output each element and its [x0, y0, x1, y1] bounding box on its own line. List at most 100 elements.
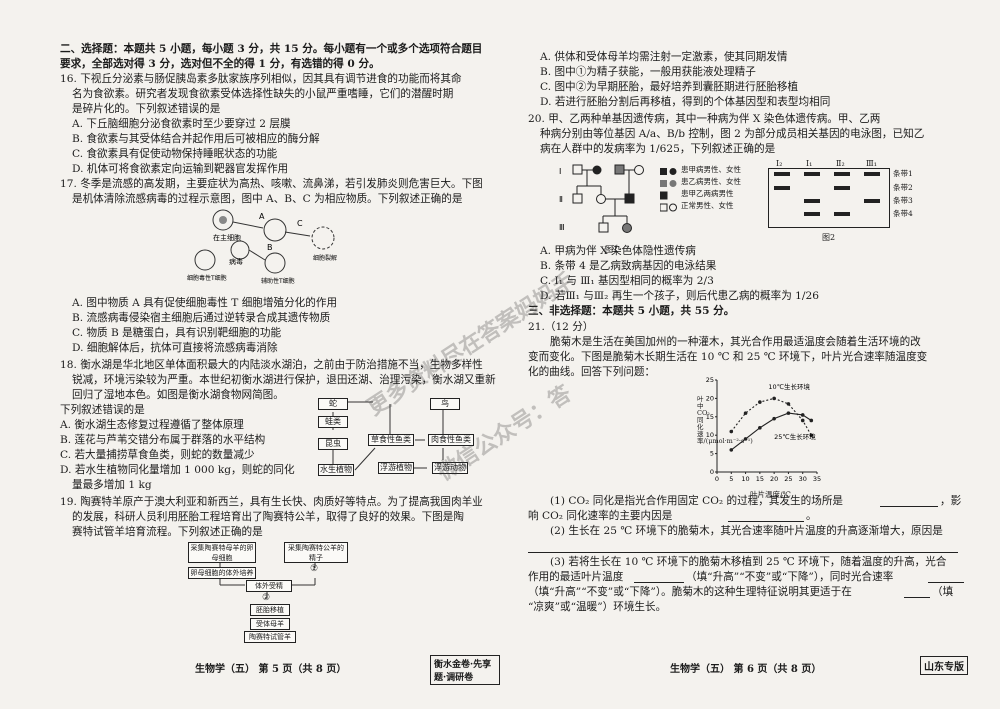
q20-stem-2: 种病分别由等位基因 A/a、B/b 控制，图 2 为部分成员相关基因的电泳图，已… [540, 128, 925, 140]
data-point [772, 416, 776, 421]
blank-5[interactable] [928, 582, 964, 583]
data-point [743, 411, 748, 415]
q19-option-b: B. 图中①为精子获能，一般用获能液处理精子 [540, 66, 756, 78]
q17-stem-2: 是机体清除流感病毒的过程示意图，图中 A、B、C 为相应物质。下列叙述正确的是 [72, 193, 463, 205]
q19-stem-3: 赛特试管羊培育流程。下列叙述正确的是 [72, 526, 263, 538]
web-node-phyto: 浮游植物 [378, 462, 414, 474]
q16-option-c: C. 食欲素具有促使动物保持睡眠状态的功能 [72, 148, 278, 160]
lane-4: Ⅲ₁ [866, 159, 877, 168]
x-tick-label: 35 [813, 475, 821, 483]
q20-option-c: C. Ⅰ₁ 与 Ⅲ₁ 基因型相同的概率为 2/3 [540, 275, 714, 287]
q18-option-b: B. 莲花与芦苇交错分布属于群落的水平结构 [60, 434, 266, 446]
legend-d: 正常男性、女性 [681, 201, 734, 210]
q21-part3-d: （填“升高”“不变”或“下降”）。脆菊木的这种生理特征说明其更适于在 [528, 586, 852, 598]
band [804, 212, 820, 216]
band-label-1: 条带1 [893, 169, 913, 178]
chart-xlabel: 叶片温度/℃ [750, 490, 791, 499]
q17-option-a: A. 图中物质 A 具有促使细胞毒性 T 细胞增殖分化的作用 [72, 297, 338, 309]
section2-header: 二、选择题：本题共 5 小题，每小题 3 分，共 15 分。每小题有一个或多个选… [60, 43, 483, 55]
data-point [800, 413, 805, 417]
series-label-1: 10℃生长环境 [768, 382, 810, 391]
q17-option-b: B. 流感病毒侵染宿主细胞后通过逆转录合成其遗传物质 [72, 312, 331, 324]
data-point [809, 418, 814, 423]
gen-2: Ⅱ [559, 195, 563, 204]
right-footer-tag: 山东专版 [920, 656, 968, 675]
fig17-label-lysis: 细胞裂解 [313, 254, 337, 262]
q21-head: 21.（12 分） [528, 321, 594, 333]
fig1-caption: 图1 [605, 245, 619, 254]
data-point [786, 411, 791, 415]
pedigree-legend-symbols [660, 168, 677, 212]
x-tick-label: 5 [729, 475, 733, 483]
q17-stem-1: 17. 冬季是流感的高发期，主要症状为高热、咳嗽、流鼻涕，若引发肺炎则危害巨大。… [60, 178, 483, 190]
fig17-label-c: C [297, 219, 303, 228]
flow-step-1: ① [310, 564, 319, 574]
q19-option-d: D. 若进行胚胎分割后再移植，得到的个体基因型和表型均相同 [540, 96, 831, 108]
q19-stem-1: 19. 陶赛特羊原产于澳大利亚和新西兰，具有生长快、肉质好等特点。为了提高我国肉… [60, 496, 483, 508]
q20-stem-1: 20. 甲、乙两种单基因遗传病，其中一种病为伴 X 染色体遗传病。甲、乙两 [528, 113, 881, 125]
blank-1[interactable] [880, 506, 938, 507]
band [834, 212, 850, 216]
flow-collect-oocyte: 采集陶赛特母羊的卵母细胞 [188, 542, 256, 563]
fig17-label-ctl: 细胞毒性T细胞 [187, 274, 227, 282]
data-point [786, 402, 791, 406]
band [834, 186, 850, 190]
flow-ivf: 体外受精 [246, 580, 292, 592]
band [834, 172, 850, 176]
q18-stem-2: 锐减，环境污染较为严重。本世纪初衡水湖进行保护，退田还湖、治理污染，衡水湖又重新 [72, 374, 496, 386]
fig2-caption: 图2 [822, 233, 836, 242]
left-footer-subject: 生物学（五） 第 5 页（共 8 页） [195, 664, 347, 675]
q17-option-d: D. 细胞解体后，抗体可直接将流感病毒消除 [72, 342, 278, 354]
data-point [758, 400, 762, 404]
web-node-bird: 鸟 [430, 398, 460, 410]
q21-part3-c: （填“升高”“不变”或“下降”），同时光合速率 [686, 571, 894, 583]
gen-1: Ⅰ [559, 167, 561, 176]
right-page: A. 供体和受体母羊均需注射一定激素，使其同期发情 B. 图中①为精子获能，一般… [500, 0, 1000, 709]
lane-3: Ⅱ₂ [836, 159, 845, 168]
q21-part2: (2) 生长在 25 ℃ 环境下的脆菊木，其光合速率随叶片温度的升高逐渐增大，原… [550, 525, 943, 537]
lane-2: Ⅰ₁ [806, 159, 813, 168]
blank-3[interactable] [528, 552, 958, 553]
flow-result: 陶赛特试管羊 [244, 631, 296, 643]
q21-stem-3: 化的曲线。回答下列问题： [528, 366, 656, 378]
q21-part3-f: “凉爽”或“温暖”）环境生长。 [528, 601, 667, 613]
data-point [758, 426, 762, 430]
flow-step-2: ② [262, 593, 271, 603]
q21-part3-b: 作用的最适叶片温度 [528, 571, 624, 583]
q16-option-a: A. 下丘脑细胞分泌食欲素时至少要穿过 2 层膜 [72, 118, 291, 130]
electrophoresis-gel [768, 168, 890, 228]
q16-stem-2: 名为食欲素。研究者发现食欲素受体选择性缺失的小鼠严重嗜睡，它们的潜醒时期 [72, 88, 454, 100]
q17-option-c: C. 物质 B 是糖蛋白，具有识别靶细胞的功能 [72, 327, 282, 339]
blank-2[interactable] [728, 521, 804, 522]
web-node-carn-fish: 肉食性鱼类 [428, 434, 474, 446]
q19-option-a: A. 供体和受体母羊均需注射一定激素，使其同期发情 [540, 51, 788, 63]
y-tick-label: 25 [706, 376, 714, 384]
q19-stem-2: 的发展，科研人员利用胚胎工程培育出了陶赛特公羊，取得了良好的效果。下图是陶 [72, 511, 464, 523]
data-point [729, 429, 734, 434]
q21-part3-e: （填 [932, 586, 954, 598]
x-tick-label: 20 [770, 475, 778, 483]
blank-4[interactable] [634, 582, 684, 583]
chart-ylabel: 叶中CO₂同化速率/(μmol·m⁻²·s⁻¹) [697, 395, 753, 445]
q21-part3-a: (3) 若将生长在 10 ℃ 环境下的脆菊木移植到 25 ℃ 环境下，随着温度的… [550, 556, 947, 568]
band [864, 172, 880, 176]
q21-part1-d: 。 [806, 510, 817, 522]
lane-1: Ⅰ₂ [776, 159, 783, 168]
web-node-water-plant: 水生植物 [318, 464, 354, 476]
x-tick-label: 10 [741, 475, 749, 483]
y-tick-label: 0 [710, 468, 714, 476]
q18-option-a: A. 衡水湖生态修复过程遵循了整体原理 [60, 419, 244, 431]
left-footer-brand: 衡水金卷·先享题·调研卷 [430, 655, 500, 685]
x-tick-label: 25 [784, 475, 792, 483]
band [774, 186, 790, 190]
data-point [809, 433, 814, 437]
q18-option-d-1: D. 若水生植物同化量增加 1 000 kg，则蛇的同化 [60, 464, 295, 476]
fig17-label-a: A [259, 212, 265, 221]
band [774, 172, 790, 176]
q16-stem-1: 16. 下视丘分泌素与肠促胰岛素多肽家族序列相似，因其具有调节进食的功能而将其命 [60, 73, 462, 85]
pedigree-figure: Ⅰ Ⅱ Ⅲ [559, 164, 644, 233]
blank-6[interactable] [904, 597, 930, 598]
y-tick-label: 5 [710, 450, 714, 458]
section2-header-2: 要求，全部选对得 3 分，选对但不全的得 1 分，有选错的得 0 分。 [60, 58, 380, 70]
q21-part1-a: (1) CO₂ 同化是指光合作用固定 CO₂ 的过程，其发生的场所是 [550, 495, 844, 507]
